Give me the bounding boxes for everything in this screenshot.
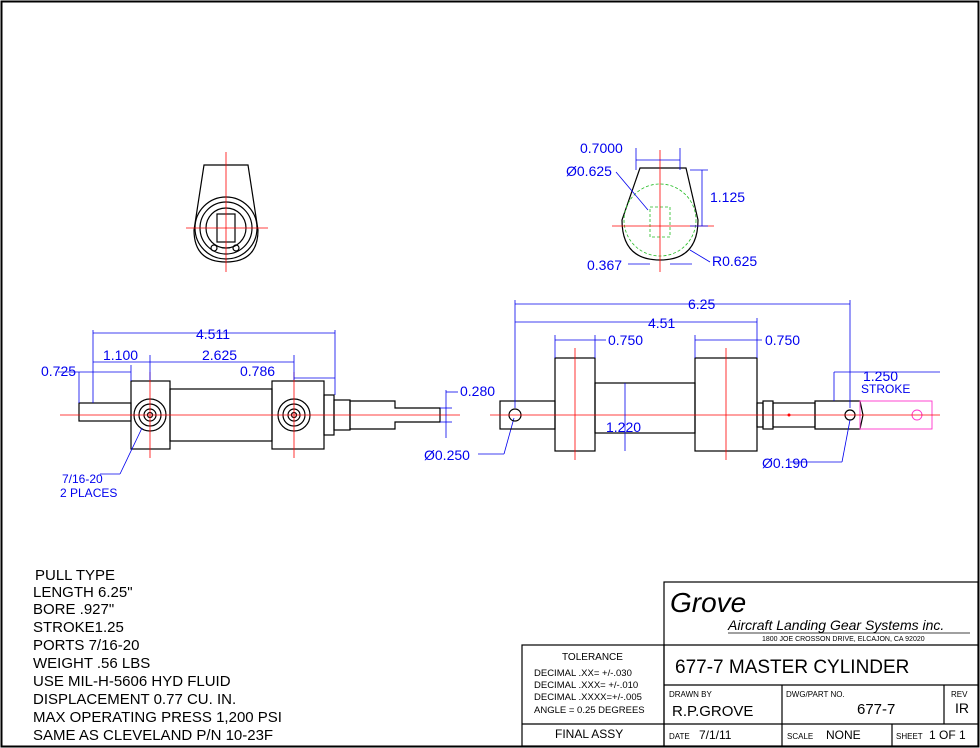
- tolerance-line: ANGLE = 0.25 DEGREES: [534, 705, 645, 716]
- dim-1250: 1.250: [863, 368, 898, 384]
- dim-625: 6.25: [688, 296, 715, 312]
- tolerance-line: DECIMAL .XX= +/-.030: [534, 668, 632, 679]
- port-size-label: 7/16-20: [62, 472, 103, 486]
- dim-dia-0190: Ø0.190: [762, 455, 808, 471]
- dim-r0625: R0.625: [712, 253, 757, 269]
- scale-label: SCALE: [787, 732, 813, 741]
- port-qty-label: 2 PLACES: [60, 486, 117, 500]
- stroke-label: STROKE: [861, 382, 910, 396]
- date-value: 7/1/11: [699, 728, 732, 742]
- company-address: 1800 JOE CROSSON DRIVE, ELCAJON, CA 9202…: [762, 636, 925, 643]
- sheet-value: 1 OF 1: [929, 728, 966, 742]
- final-assy-label: FINAL ASSY: [555, 727, 623, 741]
- dim-0750-b: 0.750: [765, 332, 800, 348]
- company-subtitle: Aircraft Landing Gear Systems inc.: [727, 617, 944, 633]
- note-line: WEIGHT .56 LBS: [33, 655, 150, 672]
- dim-0786: 0.786: [240, 363, 275, 379]
- dim-0750-a: 0.750: [608, 332, 643, 348]
- title-block: [521, 581, 979, 747]
- sheet-label: SHEET: [896, 732, 923, 741]
- drawing-title: 677-7 MASTER CYLINDER: [675, 657, 909, 678]
- note-line: USE MIL-H-5606 HYD FLUID: [33, 673, 231, 690]
- rev-value: IR: [955, 700, 969, 716]
- drawn-by-value: R.P.GROVE: [672, 703, 753, 720]
- note-line: SAME AS CLEVELAND P/N 10-23F: [33, 727, 273, 744]
- note-line: BORE .927": [33, 601, 114, 618]
- side-view-left: [58, 330, 515, 475]
- tolerance-line: DECIMAL .XXX= +/-.010: [534, 680, 638, 691]
- drawn-by-label: DRAWN BY: [669, 690, 712, 699]
- dim-0280: 0.280: [460, 383, 495, 399]
- dwg-part-label: DWG/PART NO.: [786, 690, 845, 699]
- note-line: DISPLACEMENT 0.77 CU. IN.: [33, 691, 236, 708]
- rev-label: REV: [951, 690, 968, 699]
- note-line: STROKE1.25: [33, 619, 124, 636]
- note-line: PULL TYPE: [35, 567, 115, 584]
- dim-07000: 0.7000: [580, 140, 623, 156]
- dim-4511: 4.511: [196, 326, 230, 342]
- dim-1100: 1.100: [103, 347, 138, 363]
- dim-dia-0625: Ø0.625: [566, 163, 612, 179]
- tolerance-title: TOLERANCE: [562, 652, 623, 663]
- dwg-part-value: 677-7: [857, 701, 895, 718]
- side-view-right: [490, 300, 940, 463]
- end-view-right: [612, 148, 714, 272]
- dim-dia-0250: Ø0.250: [424, 447, 470, 463]
- note-line: PORTS 7/16-20: [33, 637, 139, 654]
- dim-0725: 0.725: [41, 363, 76, 379]
- company-logo-text: Grove: [670, 587, 746, 618]
- scale-value: NONE: [826, 728, 861, 742]
- dim-1220: 1.220: [606, 419, 641, 435]
- dim-0367: 0.367: [587, 257, 622, 273]
- date-label: DATE: [669, 732, 690, 741]
- dim-1125: 1.125: [710, 189, 745, 205]
- dim-2625: 2.625: [202, 347, 237, 363]
- note-line: LENGTH 6.25": [33, 584, 133, 601]
- general-notes: PULL TYPE LENGTH 6.25" BORE .927" STROKE…: [33, 567, 282, 744]
- note-line: MAX OPERATING PRESS 1,200 PSI: [33, 709, 282, 726]
- dim-451: 4.51: [648, 315, 675, 331]
- end-view-left: [186, 152, 268, 272]
- tolerance-line: DECIMAL .XXXX=+/-.005: [534, 692, 642, 703]
